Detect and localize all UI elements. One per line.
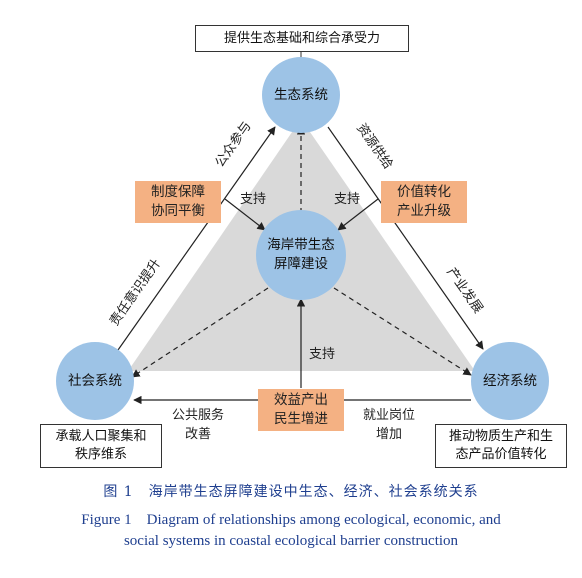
economy-system-node: 经济系统 bbox=[471, 342, 549, 420]
figure-caption-english-line2: social systems in coastal ecological bar… bbox=[123, 533, 459, 549]
center-barrier-node: 海岸带生态 屏障建设 bbox=[256, 210, 346, 300]
material-production-box: 推动物质生产和生 态产品价值转化 bbox=[435, 424, 567, 468]
dashed-arrow-to-economy bbox=[333, 287, 472, 376]
label-public-service: 公共服务 改善 bbox=[172, 408, 225, 442]
label-employment: 就业岗位 增加 bbox=[363, 408, 416, 442]
dashed-arrow-to-society bbox=[131, 287, 269, 378]
figure-caption-chinese: 图 1 海岸带生态屏障建设中生态、经济、社会系统关系 bbox=[103, 484, 479, 500]
label-support-left: 支持 bbox=[240, 192, 267, 207]
value-conversion-box: 价值转化 产业升级 bbox=[381, 181, 467, 223]
ecology-system-node: 生态系统 bbox=[262, 57, 340, 133]
population-carrying-box: 承载人口聚集和 秩序维系 bbox=[40, 424, 162, 468]
arrow-ecology-to-economy bbox=[327, 126, 484, 350]
arrow-society-to-ecology bbox=[117, 126, 276, 351]
label-support-bottom: 支持 bbox=[309, 347, 336, 362]
figure-caption-english-line1: Figure 1 Diagram of relationships among … bbox=[81, 512, 501, 528]
institutional-guarantee-box: 制度保障 协同平衡 bbox=[135, 181, 221, 223]
arrow-left-support bbox=[224, 198, 266, 231]
society-system-node: 社会系统 bbox=[56, 342, 134, 420]
arrow-right-support bbox=[337, 198, 379, 231]
label-support-right: 支持 bbox=[334, 192, 361, 207]
top-capacity-box: 提供生态基础和综合承受力 bbox=[195, 25, 409, 52]
benefit-output-box: 效益产出 民生增进 bbox=[258, 389, 344, 431]
